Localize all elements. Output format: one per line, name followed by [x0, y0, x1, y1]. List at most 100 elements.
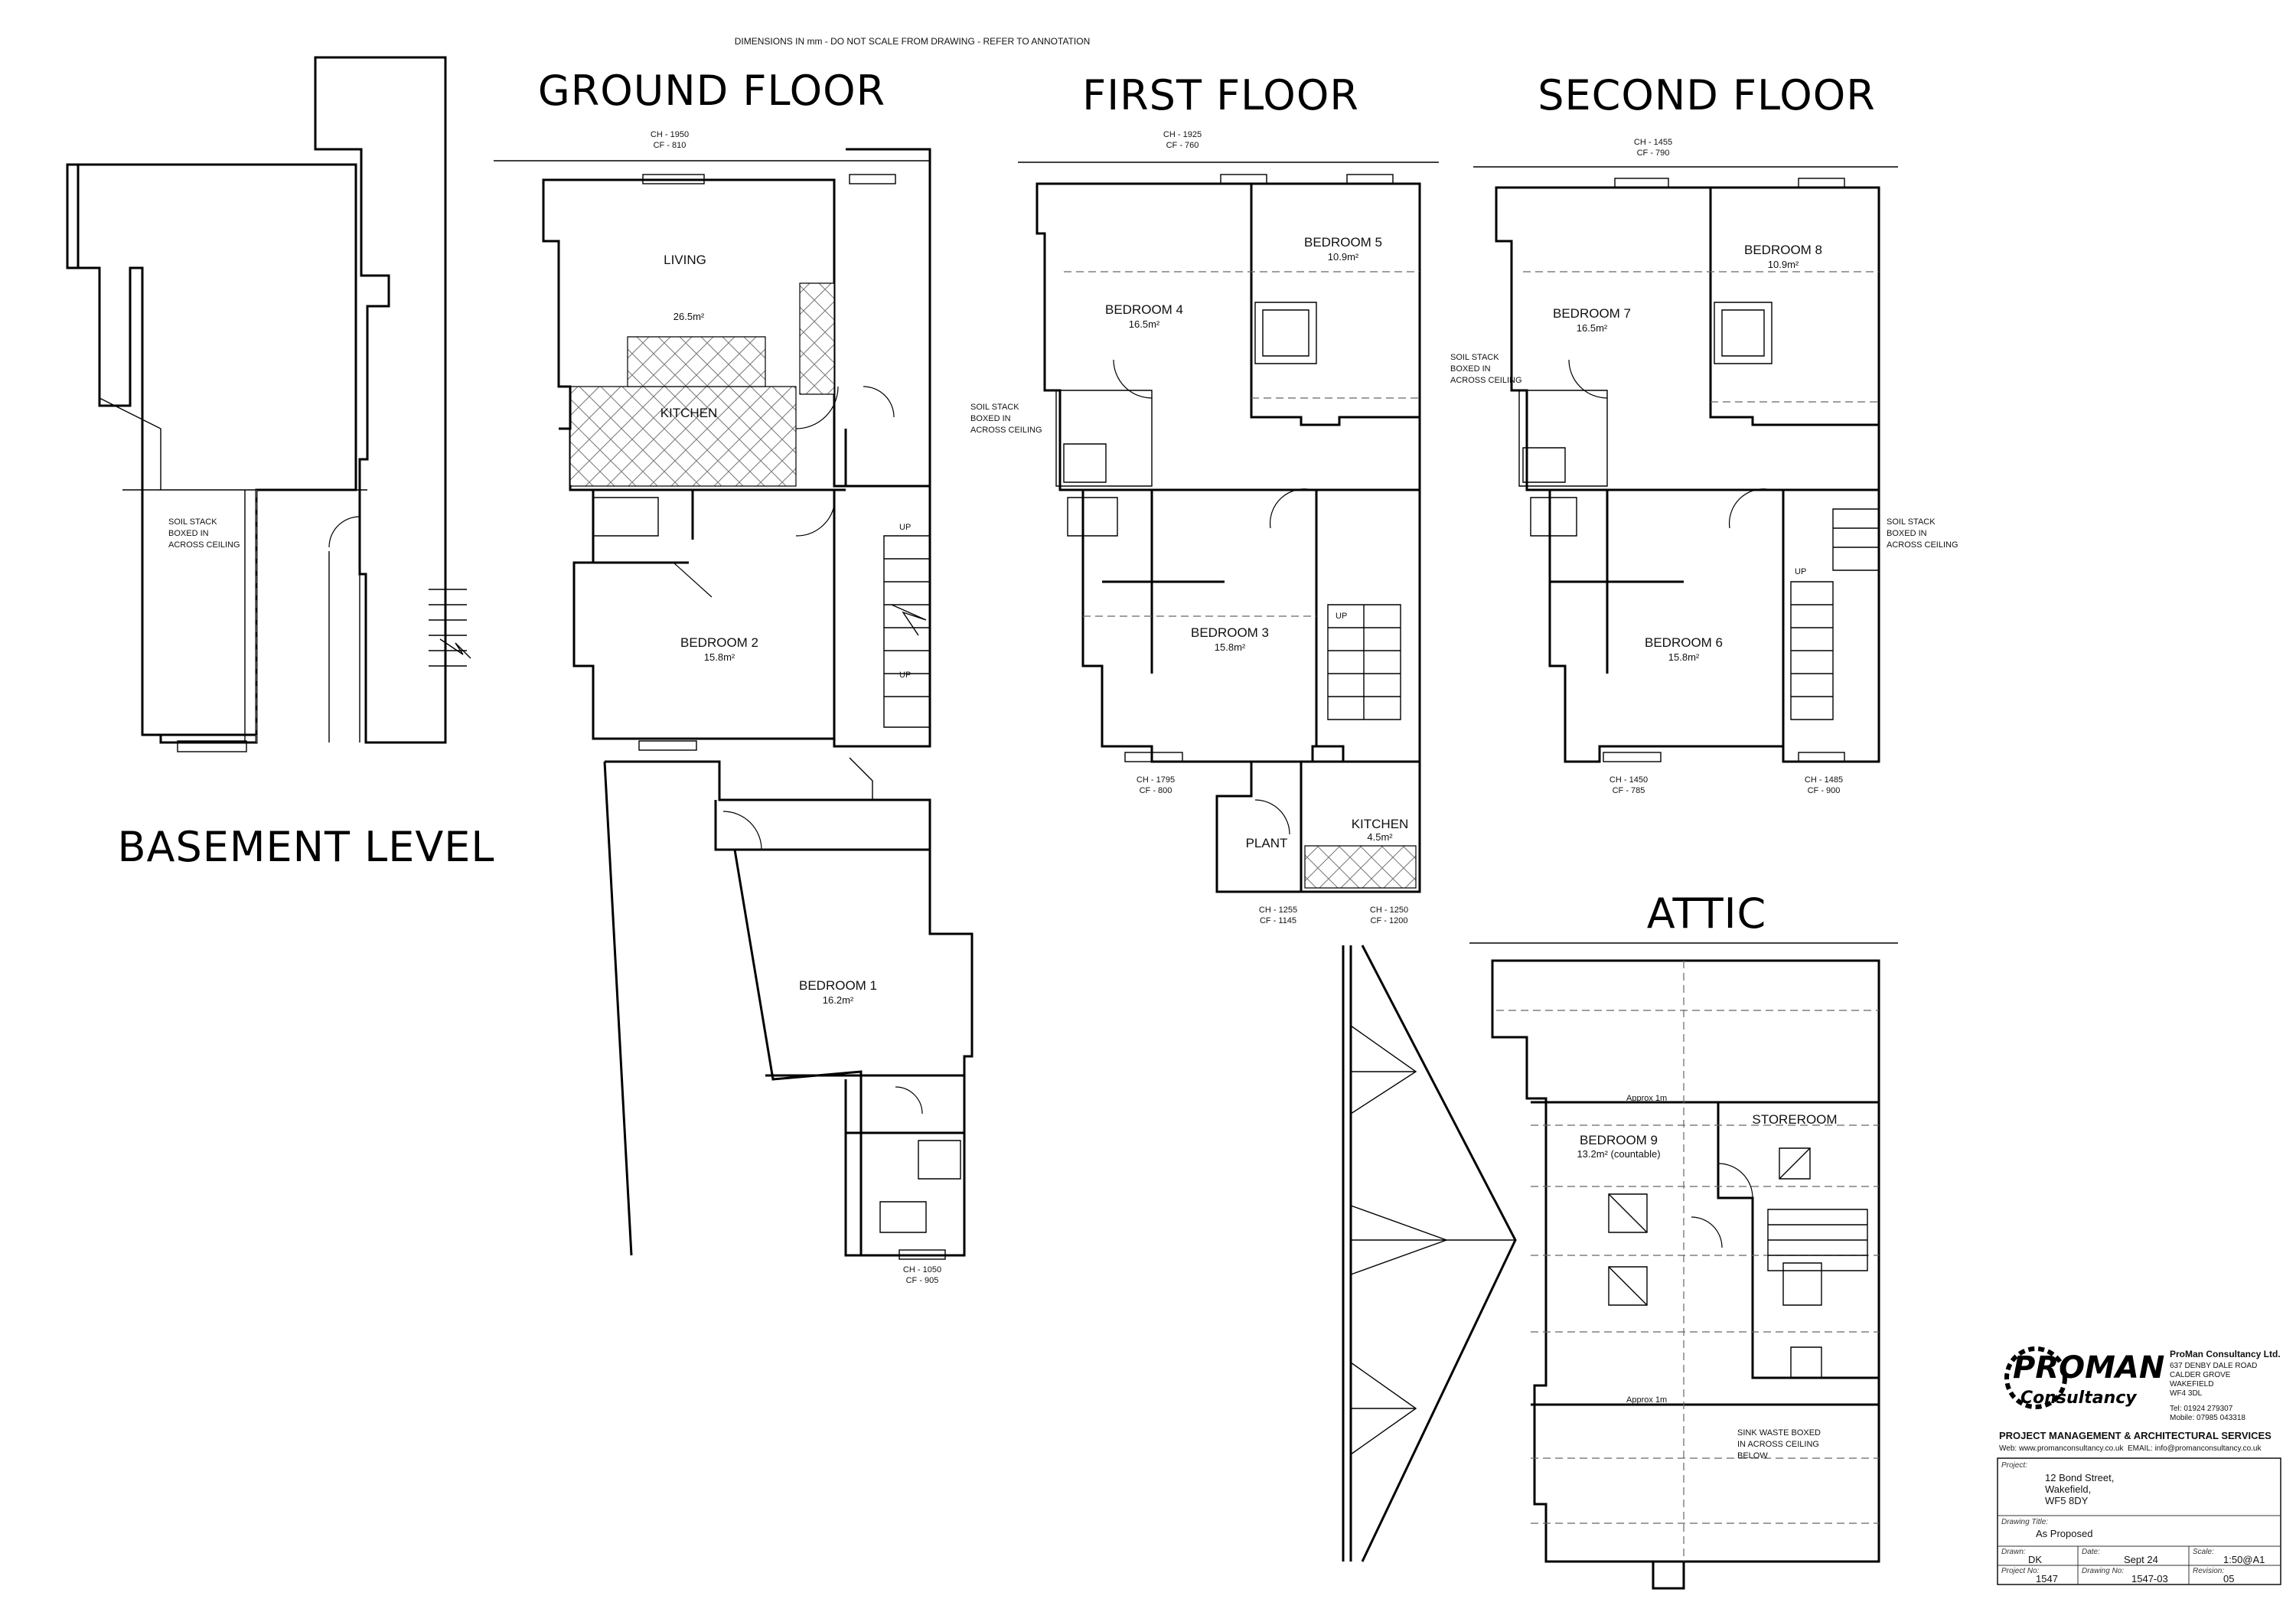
tb-drawn: DK — [2028, 1554, 2042, 1565]
tb-drawing-no: 1547-03 — [2131, 1573, 2168, 1584]
first-soil-stack-note: SOIL STACK BOXED IN ACROSS CEILING — [970, 403, 1042, 435]
ground-floor-plan: GROUND FLOOR CH - 1950 CF - 810 UP UP — [494, 67, 974, 1285]
second-floor-plan: SECOND FLOOR CH - 1455 CF - 790 UP SOIL … — [1450, 71, 1958, 795]
svg-text:SOIL STACK: SOIL STACK — [1450, 353, 1499, 362]
second-br-cf: CF - 900 — [1808, 786, 1841, 795]
svg-text:ACROSS CEILING: ACROSS CEILING — [970, 426, 1042, 435]
tb-project-no-label: Project No: — [2001, 1567, 2040, 1575]
first-bot-cf: CF - 800 — [1140, 786, 1172, 795]
tb-revision-label: Revision: — [2193, 1567, 2224, 1575]
first-stair-up: UP — [1336, 612, 1347, 621]
first-plant-cf: CF - 1145 — [1260, 916, 1296, 925]
bedroom6-label: BEDROOM 6 — [1645, 635, 1723, 650]
second-bl-cf: CF - 785 — [1613, 786, 1645, 795]
svg-text:BOXED IN: BOXED IN — [168, 529, 209, 538]
title-block: Project: 12 Bond Street, Wakefield, WF5 … — [1997, 1457, 2281, 1585]
bedroom3-label: BEDROOM 3 — [1191, 625, 1269, 640]
company-address-2: CALDER GROVE — [2170, 1371, 2231, 1379]
svg-text:ACROSS CEILING: ACROSS CEILING — [1887, 540, 1958, 550]
svg-text:PROMAN: PROMAN — [2013, 1350, 2164, 1385]
basement-plan: SOIL STACK BOXED IN ACROSS CEILING BASEM… — [66, 56, 495, 871]
first-top-cf: CF - 760 — [1166, 141, 1199, 150]
svg-text:SOIL STACK: SOIL STACK — [168, 517, 217, 527]
attic-plan: ATTIC Approx 1m Approx 1m BEDROOM 9 13.2… — [1342, 889, 1898, 1590]
svg-text:SINK WASTE BOXED: SINK WASTE BOXED — [1737, 1428, 1821, 1438]
first-top-ch: CH - 1925 — [1163, 130, 1202, 139]
tb-drawing-title: As Proposed — [2036, 1528, 2092, 1539]
svg-text:IN ACROSS CEILING: IN ACROSS CEILING — [1737, 1440, 1819, 1449]
ground-bot-cf: CF - 905 — [906, 1276, 939, 1285]
svg-text:ACROSS CEILING: ACROSS CEILING — [168, 540, 240, 550]
svg-text:Consultancy: Consultancy — [2020, 1389, 2138, 1408]
tb-project-line3: WF5 8DY — [2045, 1495, 2089, 1506]
attic-sink-waste-note: SINK WASTE BOXED IN ACROSS CEILING BELOW — [1737, 1428, 1821, 1460]
first-floor-plan: FIRST FLOOR CH - 1925 CF - 760 UP SOIL S… — [970, 71, 1439, 925]
second-bl-ch: CH - 1450 — [1609, 775, 1648, 785]
company-block: PROMAN Consultancy ProMan Consultancy Lt… — [1999, 1346, 2281, 1453]
svg-text:BOXED IN: BOXED IN — [970, 414, 1011, 423]
bedroom9-label: BEDROOM 9 — [1580, 1133, 1658, 1147]
tb-revision: 05 — [2223, 1573, 2234, 1584]
tb-drawn-label: Drawn: — [2001, 1548, 2026, 1556]
attic-approx-top: Approx 1m — [1626, 1094, 1667, 1103]
bedroom4-area: 16.5m² — [1129, 318, 1160, 330]
ground-top-cf: CF - 810 — [654, 141, 687, 150]
second-soil-stack-note-left: SOIL STACK BOXED IN ACROSS CEILING — [1450, 353, 1522, 385]
company-tel: Tel: 01924 279307 — [2170, 1405, 2233, 1413]
tb-scale-label: Scale: — [2193, 1548, 2214, 1556]
second-br-ch: CH - 1485 — [1805, 775, 1843, 785]
ground-floor-title: GROUND FLOOR — [538, 67, 885, 115]
bedroom5-area: 10.9m² — [1328, 251, 1359, 263]
company-mobile: Mobile: 07985 043318 — [2170, 1414, 2245, 1422]
bedroom1-area: 16.2m² — [823, 994, 854, 1006]
kitchen2-area: 4.5m² — [1367, 831, 1393, 843]
second-top-cf: CF - 790 — [1637, 148, 1670, 158]
svg-text:SOIL STACK: SOIL STACK — [1887, 517, 1936, 527]
attic-approx-bottom: Approx 1m — [1626, 1395, 1667, 1405]
svg-text:BOXED IN: BOXED IN — [1887, 529, 1927, 538]
first-kitchen-cf: CF - 1200 — [1371, 916, 1408, 925]
ground-bot-ch: CH - 1050 — [903, 1265, 941, 1274]
bedroom2-area: 15.8m² — [704, 651, 735, 663]
svg-text:BELOW: BELOW — [1737, 1451, 1768, 1460]
proman-logo: PROMAN Consultancy — [2004, 1346, 2164, 1409]
plant-label: PLANT — [1246, 836, 1288, 850]
svg-text:BOXED IN: BOXED IN — [1450, 364, 1491, 374]
svg-text:SOIL STACK: SOIL STACK — [970, 403, 1019, 412]
first-floor-title: FIRST FLOOR — [1082, 71, 1359, 119]
ground-stair-up-2: UP — [899, 671, 911, 680]
bedroom2-label: BEDROOM 2 — [680, 635, 758, 650]
bedroom8-area: 10.9m² — [1768, 259, 1799, 270]
first-kitchen-ch: CH - 1250 — [1370, 906, 1408, 915]
company-email: EMAIL: info@promanconsultancy.co.uk — [2128, 1444, 2262, 1453]
company-address-3: WAKEFIELD — [2170, 1380, 2213, 1389]
tb-project-no: 1547 — [2036, 1573, 2058, 1584]
bedroom5-label: BEDROOM 5 — [1304, 235, 1382, 250]
basement-title: BASEMENT LEVEL — [118, 823, 495, 871]
bedroom3-area: 15.8m² — [1215, 641, 1246, 653]
svg-text:ACROSS CEILING: ACROSS CEILING — [1450, 376, 1522, 385]
header-note: DIMENSIONS IN mm - DO NOT SCALE FROM DRA… — [735, 36, 1090, 47]
bedroom1-label: BEDROOM 1 — [799, 978, 877, 993]
kitchen2-label: KITCHEN — [1352, 817, 1409, 831]
basement-soil-stack-note: SOIL STACK BOXED IN ACROSS CEILING — [168, 517, 240, 550]
company-web: Web: www.promanconsultancy.co.uk — [1999, 1444, 2124, 1453]
tb-drawing-no-label: Drawing No: — [2082, 1567, 2124, 1575]
company-address-4: WF4 3DL — [2170, 1389, 2203, 1398]
tb-project-line1: 12 Bond Street, — [2045, 1472, 2114, 1483]
living-label: LIVING — [664, 253, 706, 267]
tb-date: Sept 24 — [2124, 1554, 2158, 1565]
second-floor-title: SECOND FLOOR — [1538, 71, 1876, 119]
second-stair-up: UP — [1795, 567, 1806, 576]
bedroom7-area: 16.5m² — [1577, 322, 1608, 334]
ground-top-ch: CH - 1950 — [651, 130, 689, 139]
bedroom8-label: BEDROOM 8 — [1744, 243, 1822, 257]
kitchen-label: KITCHEN — [660, 406, 718, 420]
bedroom7-label: BEDROOM 7 — [1553, 306, 1631, 321]
second-soil-stack-note-right: SOIL STACK BOXED IN ACROSS CEILING — [1887, 517, 1958, 550]
first-bot-ch: CH - 1795 — [1137, 775, 1175, 785]
living-area: 26.5m² — [673, 311, 705, 322]
storeroom-label: STOREROOM — [1752, 1112, 1837, 1127]
attic-title: ATTIC — [1647, 889, 1766, 938]
